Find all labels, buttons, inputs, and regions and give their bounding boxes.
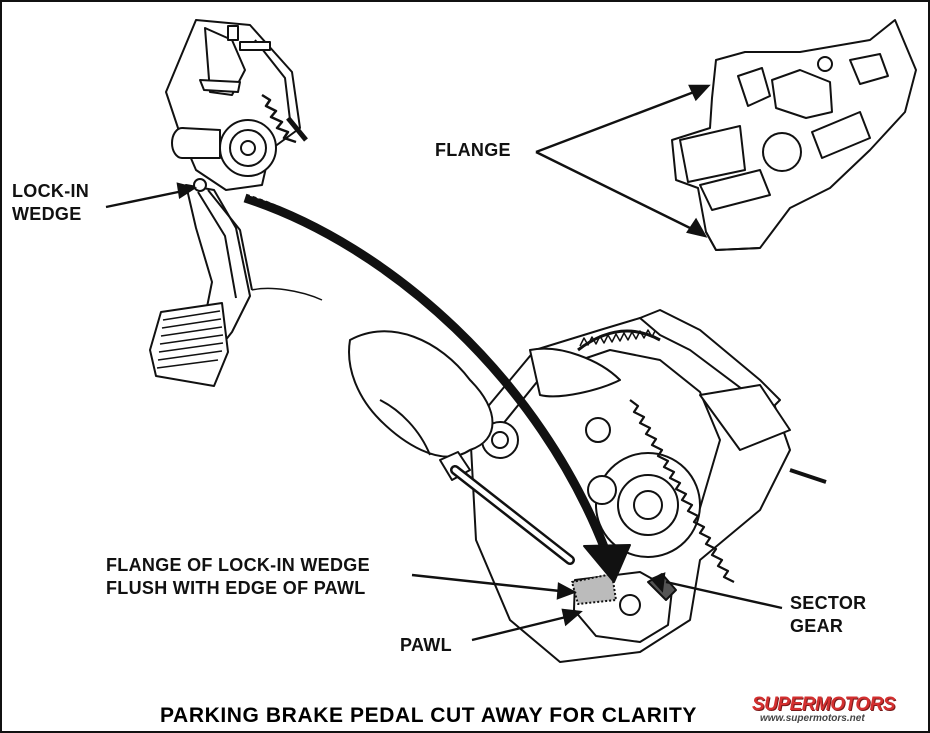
flange-of-wedge-label-line2: FLUSH WITH EDGE OF PAWL bbox=[106, 578, 366, 598]
sector-gear-label-line1: SECTOR bbox=[790, 593, 867, 613]
curved-arrow bbox=[243, 193, 631, 583]
sector-gear-label-line2: GEAR bbox=[790, 616, 844, 636]
watermark-brand: SUPERMOTORS bbox=[752, 694, 896, 715]
pawl-mechanism-illustration bbox=[348, 309, 827, 663]
pedal-assembly-illustration bbox=[149, 19, 323, 387]
lock-in-wedge-label: LOCK-IN WEDGE bbox=[12, 180, 89, 226]
watermark: SUPERMOTORS www.supermotors.net bbox=[752, 694, 904, 728]
leader-arrows bbox=[105, 84, 783, 642]
watermark-url: www.supermotors.net bbox=[760, 713, 865, 724]
figure-caption: PARKING BRAKE PEDAL CUT AWAY FOR CLARITY bbox=[160, 704, 697, 727]
sector-gear-label: SECTOR GEAR bbox=[790, 592, 866, 638]
lock-in-wedge-label-line2: WEDGE bbox=[12, 204, 82, 224]
lock-in-wedge-label-line1: LOCK-IN bbox=[12, 181, 90, 201]
flange-label: FLANGE bbox=[435, 140, 511, 160]
flange-of-wedge-label-line1: FLANGE OF LOCK-IN WEDGE bbox=[106, 555, 370, 575]
flange-of-wedge-label: FLANGE OF LOCK-IN WEDGE FLUSH WITH EDGE … bbox=[106, 554, 370, 600]
pawl-label: PAWL bbox=[400, 635, 452, 655]
flange-part-illustration bbox=[671, 19, 917, 251]
